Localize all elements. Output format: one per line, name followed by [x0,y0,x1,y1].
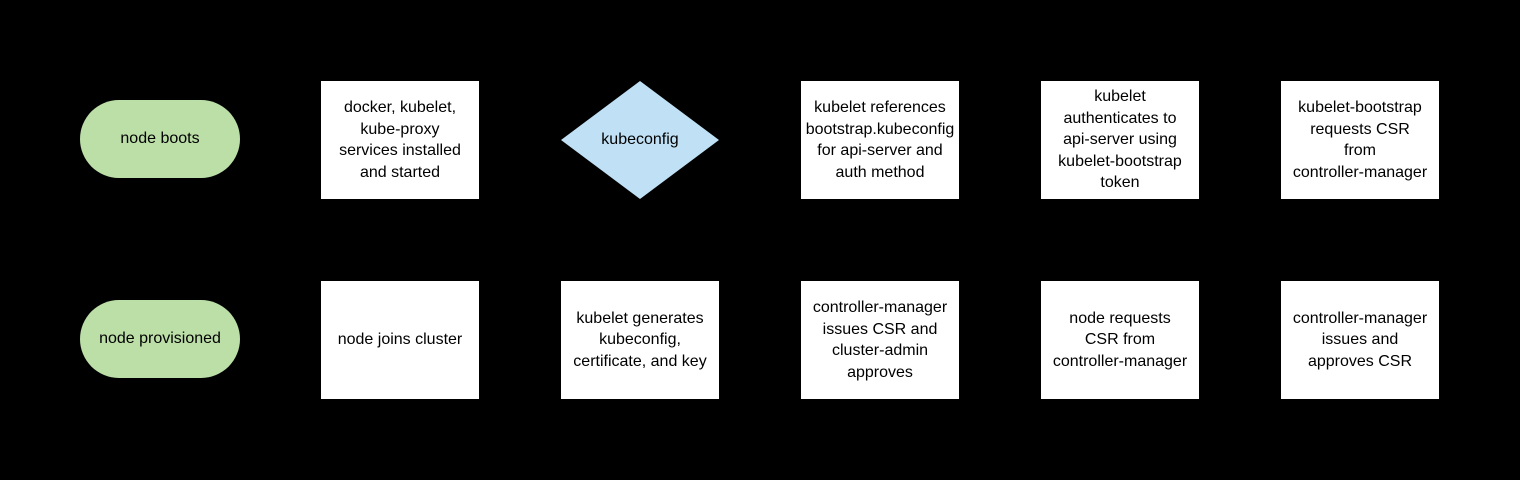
decision-kubeconfig: kubeconfig [561,81,719,199]
process-cm-issues-approves-csr: controller-manager issues and approves C… [1281,281,1439,399]
process-bootstrap-requests-csr: kubelet-bootstrap requests CSR from cont… [1281,81,1439,199]
process-node-requests-csr: node requests CSR from controller-manage… [1041,281,1199,399]
process-cm-issues-admin-approves: controller-manager issues CSR and cluste… [801,281,959,399]
process-references-bootstrap: kubelet references bootstrap.kubeconfig … [801,81,959,199]
process-services-installed: docker, kubelet, kube-proxy services ins… [321,81,479,199]
process-generates-kubeconfig: kubelet generates kubeconfig, certificat… [561,281,719,399]
process-authenticates: kubelet authenticates to api-server usin… [1041,81,1199,199]
terminator-node-boots: node boots [80,100,240,178]
process-node-joins-cluster: node joins cluster [321,281,479,399]
terminator-node-provisioned: node provisioned [80,300,240,378]
